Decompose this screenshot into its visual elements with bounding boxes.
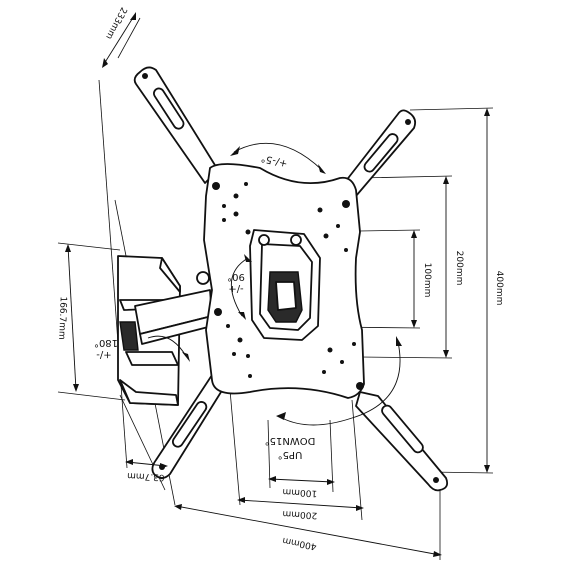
arm-lower-right <box>355 391 449 492</box>
label-tilt-line1: UP5° <box>278 449 303 460</box>
label-level: +/-5° <box>260 152 289 169</box>
label-swivel-line2: +/- <box>96 349 112 360</box>
dim-vesa-h-mid: 200mm <box>282 508 317 520</box>
label-rotate-line2: -/+ <box>228 283 243 294</box>
arm-upper-left <box>133 66 219 184</box>
dim-vesa-h-large: 400mm <box>282 535 318 551</box>
label-tilt-line2: DOWN15° <box>265 435 316 446</box>
rotation-arcs <box>147 142 402 426</box>
dim-arm-length: 233mm <box>103 5 128 40</box>
dimension-labels: 233mm 100mm 200mm 400mm 166.7mm 63.7mm 1… <box>56 5 504 551</box>
label-rotate-line1: 90° <box>227 271 245 282</box>
pivot-housing <box>249 229 321 341</box>
label-swivel-line1: 180° <box>94 337 118 348</box>
dim-vesa-v-small: 100mm <box>422 263 432 298</box>
dimension-lines <box>65 12 490 557</box>
dim-vesa-v-mid: 200mm <box>454 251 464 286</box>
rotation-labels: +/-5° 90° -/+ 180° +/- UP5° DOWN15° <box>94 152 315 460</box>
arm-lower-left <box>151 371 227 479</box>
dim-vesa-h-small: 100mm <box>282 486 317 498</box>
dim-wall-depth: 63.7mm <box>127 470 165 482</box>
dim-wall-plate-height: 166.7mm <box>56 296 68 340</box>
extension-lines <box>57 17 494 560</box>
dim-vesa-v-large: 400mm <box>494 271 504 306</box>
